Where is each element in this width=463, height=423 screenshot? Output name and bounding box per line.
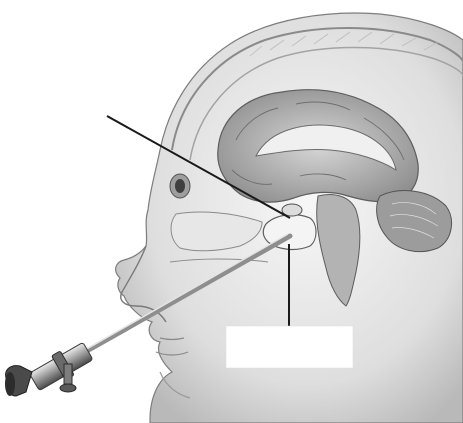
eye <box>175 179 185 193</box>
label-box <box>226 326 353 368</box>
endoscope-eyepiece <box>5 366 32 396</box>
